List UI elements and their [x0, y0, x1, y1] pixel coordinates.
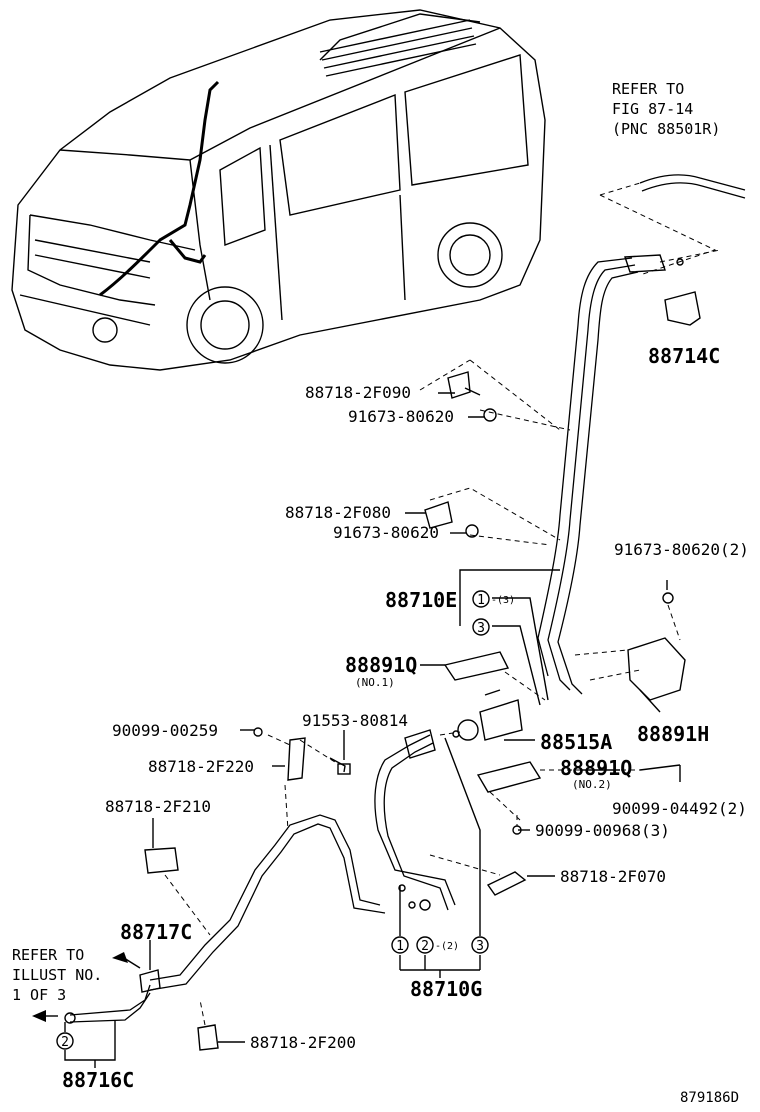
van-illustration: [11, 9, 546, 371]
pipe-88710E: [537, 249, 721, 695]
label-no2: (NO.2): [572, 778, 612, 791]
callout-1-lower: 1: [396, 939, 404, 954]
label-88891Q-no2: 88891Q: [560, 756, 633, 780]
label-88717C: 88717C: [120, 920, 193, 944]
part-88714C-shape: [664, 291, 701, 326]
label-88716C: 88716C: [62, 1068, 135, 1092]
callout-2-left: 2: [61, 1035, 69, 1050]
label-88891Q-no1: 88891Q: [345, 653, 418, 677]
callout-3-upper: 3: [477, 621, 485, 636]
leader-lines: [64, 392, 681, 1068]
bracket-88891Q-no1: [443, 651, 510, 681]
label-91673-80620-b: 91673-80620: [333, 523, 439, 542]
refer-bottom-line2: ILLUST NO.: [12, 966, 103, 984]
label-88710G: 88710G: [410, 977, 483, 1001]
label-no1: (NO.1): [355, 676, 395, 689]
bracket-88891H: [574, 592, 686, 713]
pipe-upper-connection: [599, 174, 746, 276]
callout-1-upper: 1: [477, 593, 485, 608]
label-88718-2F200: 88718-2F200: [250, 1033, 356, 1052]
refer-top-line3: (PNC 88501R): [612, 120, 721, 138]
label-91673-80620-a: 91673-80620: [348, 407, 454, 426]
label-88718-2F220: 88718-2F220: [148, 757, 254, 776]
figure-code: 879186D: [680, 1090, 740, 1106]
callout-3-lower: 3: [476, 939, 484, 954]
label-90099-00259: 90099-00259: [112, 721, 218, 740]
qty-2-label: -(2): [435, 941, 459, 952]
clamps-lower: [144, 727, 527, 1051]
label-88515A: 88515A: [540, 730, 613, 754]
qty-3-label: -(3): [491, 595, 515, 606]
label-88710E: 88710E: [385, 588, 458, 612]
refer-top-line2: FIG 87-14: [612, 100, 694, 118]
label-88714C: 88714C: [648, 344, 721, 368]
arrows: [32, 952, 141, 1022]
refer-top-line1: REFER TO: [612, 80, 685, 98]
callout-circles: [56, 590, 490, 1050]
refer-bottom-line1: REFER TO: [12, 946, 85, 964]
label-90099-04492: 90099-04492(2): [612, 799, 747, 818]
label-90099-00968: 90099-00968(3): [535, 821, 670, 840]
pipe-lower-long: [64, 814, 386, 1024]
pipe-88710G: [374, 729, 456, 911]
refer-bottom-line3: 1 OF 3: [12, 986, 67, 1004]
bracket-88891Q-no2: [476, 761, 542, 793]
expansion-valve: [439, 689, 523, 741]
label-88718-2F070: 88718-2F070: [560, 867, 666, 886]
label-91553-80814: 91553-80814: [302, 711, 408, 730]
label-88718-2F090: 88718-2F090: [305, 383, 411, 402]
label-88891H: 88891H: [637, 722, 710, 746]
label-88718-2F210: 88718-2F210: [105, 797, 211, 816]
callout-2-lower: 2: [421, 939, 429, 954]
label-88718-2F080: 88718-2F080: [285, 503, 391, 522]
label-91673-80620-2: 91673-80620(2): [614, 540, 749, 559]
clamps-upper: [419, 359, 571, 546]
